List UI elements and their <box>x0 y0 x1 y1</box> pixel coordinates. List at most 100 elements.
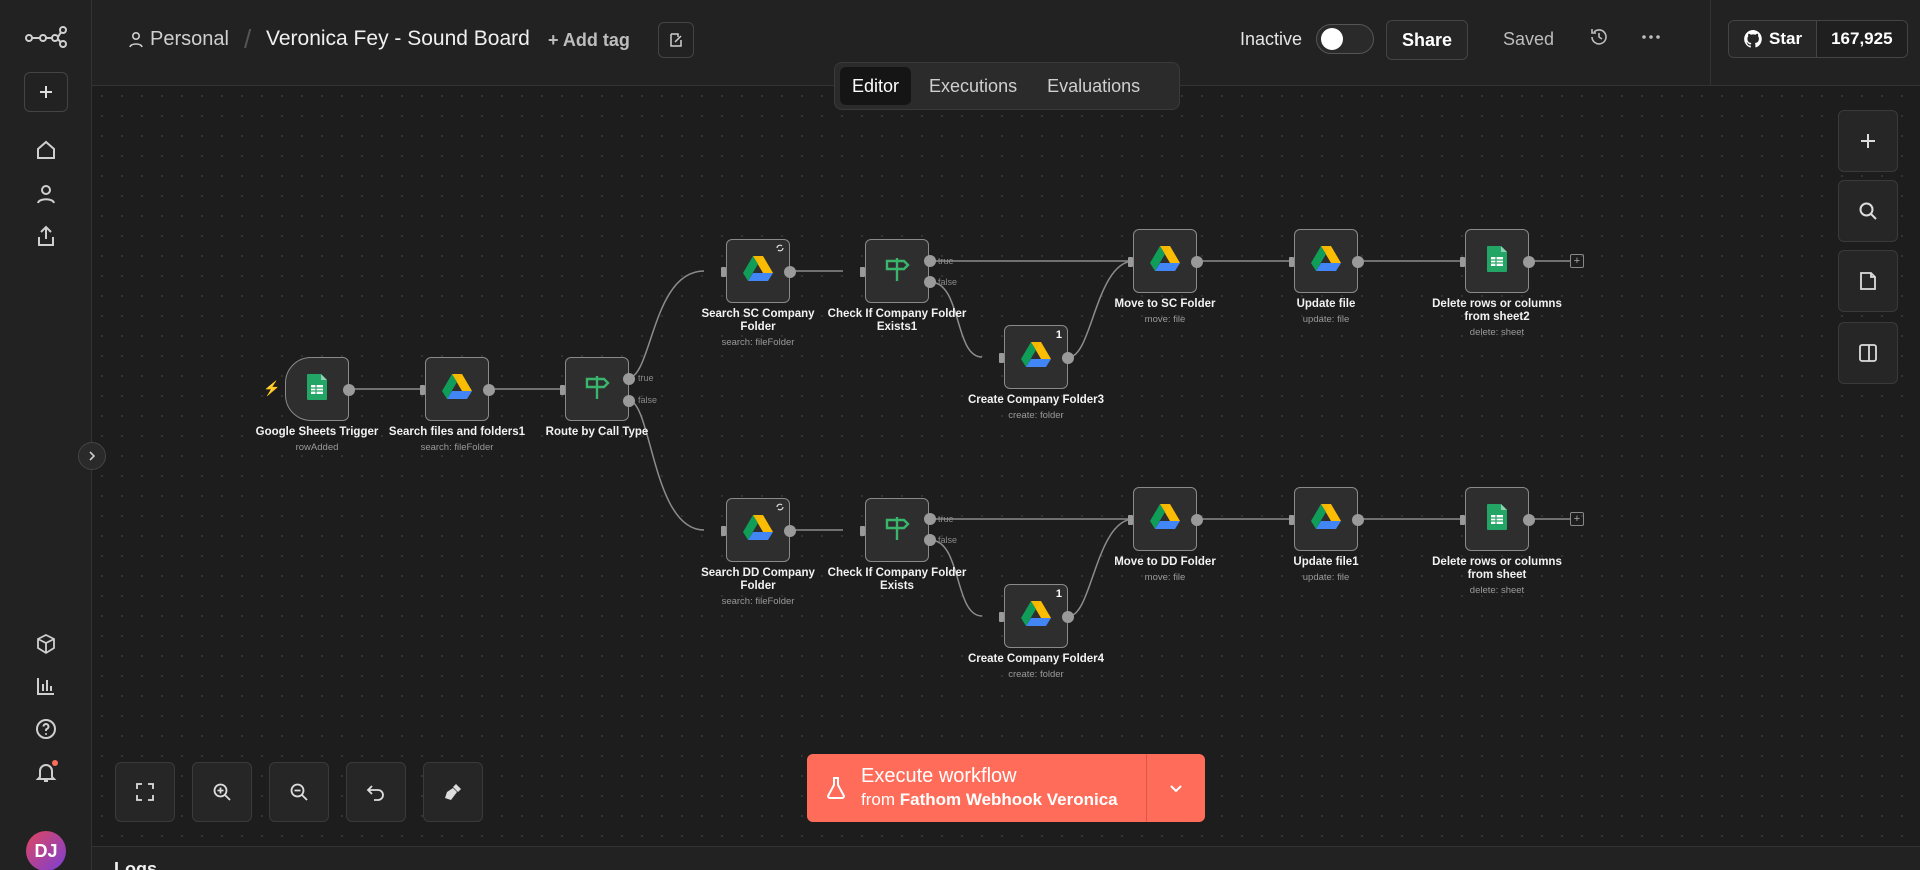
input-port[interactable] <box>420 385 425 395</box>
n8n-logo-icon[interactable] <box>24 16 68 56</box>
input-port[interactable] <box>1289 515 1294 525</box>
sidebar-expand-button[interactable] <box>78 442 106 470</box>
output-port[interactable] <box>1191 256 1203 268</box>
run-count-badge: 1 <box>1055 588 1062 600</box>
input-port[interactable] <box>721 526 726 536</box>
bell-icon[interactable] <box>24 752 68 792</box>
node-check-if-company-folder-exists1[interactable] <box>860 239 929 303</box>
input-port[interactable] <box>999 612 1004 622</box>
input-port[interactable] <box>860 267 865 277</box>
share-icon[interactable] <box>24 216 68 256</box>
output-port[interactable] <box>1062 611 1074 623</box>
input-port[interactable] <box>1128 515 1133 525</box>
share-button[interactable]: Share <box>1386 20 1468 60</box>
node-search-sc-company-folder[interactable] <box>721 239 796 303</box>
output-port[interactable] <box>1062 352 1074 364</box>
input-port[interactable] <box>1460 515 1465 525</box>
logs-panel[interactable]: Logs <box>92 846 1920 870</box>
input-port[interactable] <box>1128 257 1133 267</box>
cube-icon[interactable] <box>24 624 68 664</box>
node-create-company-folder3[interactable]: 1 <box>999 325 1074 389</box>
add-button[interactable] <box>24 72 68 112</box>
connection-lines <box>350 260 1570 617</box>
node-google-sheets-trigger[interactable] <box>285 357 355 421</box>
node-delete-rows-from-sheet2[interactable] <box>1460 229 1535 293</box>
home-icon[interactable] <box>24 130 68 170</box>
execute-label: Execute workflow <box>861 765 1017 787</box>
add-node-button[interactable] <box>1838 110 1898 172</box>
add-tag-button[interactable]: + Add tag <box>548 30 630 50</box>
tab-executions[interactable]: Executions <box>929 75 1018 96</box>
input-port[interactable] <box>1460 257 1465 267</box>
input-port[interactable] <box>721 267 726 277</box>
output-port[interactable] <box>1352 256 1364 268</box>
breadcrumb-project[interactable]: Personal <box>128 28 229 51</box>
help-icon[interactable] <box>24 709 68 749</box>
history-icon[interactable] <box>1588 26 1610 53</box>
more-options-icon[interactable] <box>1640 26 1662 53</box>
edit-description-button[interactable] <box>658 22 694 58</box>
node-check-if-company-folder-exists[interactable] <box>860 498 929 562</box>
workflow-title[interactable]: Veronica Fey - Sound Board <box>266 27 530 50</box>
output-port[interactable] <box>483 384 495 396</box>
execute-dropdown-button[interactable] <box>1147 754 1205 822</box>
undo-button[interactable] <box>346 762 406 822</box>
false-output-port[interactable] <box>924 276 936 288</box>
output-port[interactable] <box>1352 514 1364 526</box>
zoom-in-button[interactable] <box>192 762 252 822</box>
node-update-file[interactable] <box>1289 229 1364 293</box>
fit-view-button[interactable] <box>115 762 175 822</box>
output-port[interactable] <box>1191 514 1203 526</box>
google-drive-icon <box>1021 341 1051 373</box>
output-port[interactable] <box>1523 514 1535 526</box>
panel-icon <box>1859 344 1877 362</box>
add-node-plus-icon[interactable]: + <box>1570 254 1584 268</box>
google-drive-icon <box>743 255 773 287</box>
flask-icon <box>826 777 846 799</box>
node-move-to-dd-folder[interactable] <box>1128 487 1203 551</box>
output-port[interactable] <box>784 266 796 278</box>
user-icon <box>129 31 143 47</box>
input-port[interactable] <box>560 385 565 395</box>
loop-icon <box>776 244 784 252</box>
node-move-to-sc-folder[interactable] <box>1128 229 1203 293</box>
toggle-panel-button[interactable] <box>1838 322 1898 384</box>
output-port[interactable] <box>343 384 355 396</box>
true-output-port[interactable] <box>924 255 936 267</box>
input-port[interactable] <box>860 526 865 536</box>
node-create-company-folder4[interactable]: 1 <box>999 584 1074 648</box>
zoom-out-button[interactable] <box>269 762 329 822</box>
input-port[interactable] <box>999 353 1004 363</box>
execute-workflow-button[interactable]: Execute workflow from Fathom Webhook Ver… <box>807 754 1205 822</box>
false-output-port[interactable] <box>623 395 635 407</box>
true-output-port[interactable] <box>623 373 635 385</box>
output-port[interactable] <box>1523 256 1535 268</box>
add-sticky-note-button[interactable] <box>1838 250 1898 312</box>
active-toggle[interactable] <box>1316 24 1374 54</box>
avatar[interactable]: DJ <box>26 831 66 870</box>
true-output-port[interactable] <box>924 513 936 525</box>
node-update-file1[interactable] <box>1289 487 1364 551</box>
input-port[interactable] <box>1289 257 1294 267</box>
node-search-files-and-folders1[interactable] <box>420 357 495 421</box>
false-output-port[interactable] <box>924 534 936 546</box>
node-search-dd-company-folder[interactable] <box>721 498 796 562</box>
output-port[interactable] <box>784 525 796 537</box>
search-nodes-button[interactable] <box>1838 180 1898 242</box>
chart-icon[interactable] <box>24 666 68 706</box>
tab-evaluations[interactable]: Evaluations <box>1047 75 1141 96</box>
github-star-button[interactable]: Star 167,925 <box>1728 20 1908 58</box>
clean-up-button[interactable] <box>423 762 483 822</box>
add-node-plus-icon[interactable]: + <box>1570 512 1584 526</box>
node-route-by-call-type[interactable] <box>560 357 629 421</box>
breadcrumb-separator: / <box>244 24 252 54</box>
user-icon[interactable] <box>24 174 68 214</box>
execute-main-area[interactable]: Execute workflow from Fathom Webhook Ver… <box>807 754 1147 822</box>
tab-editor[interactable]: Editor <box>840 67 912 105</box>
node-delete-rows-from-sheet[interactable] <box>1460 487 1535 551</box>
google-sheets-icon <box>1486 245 1508 278</box>
